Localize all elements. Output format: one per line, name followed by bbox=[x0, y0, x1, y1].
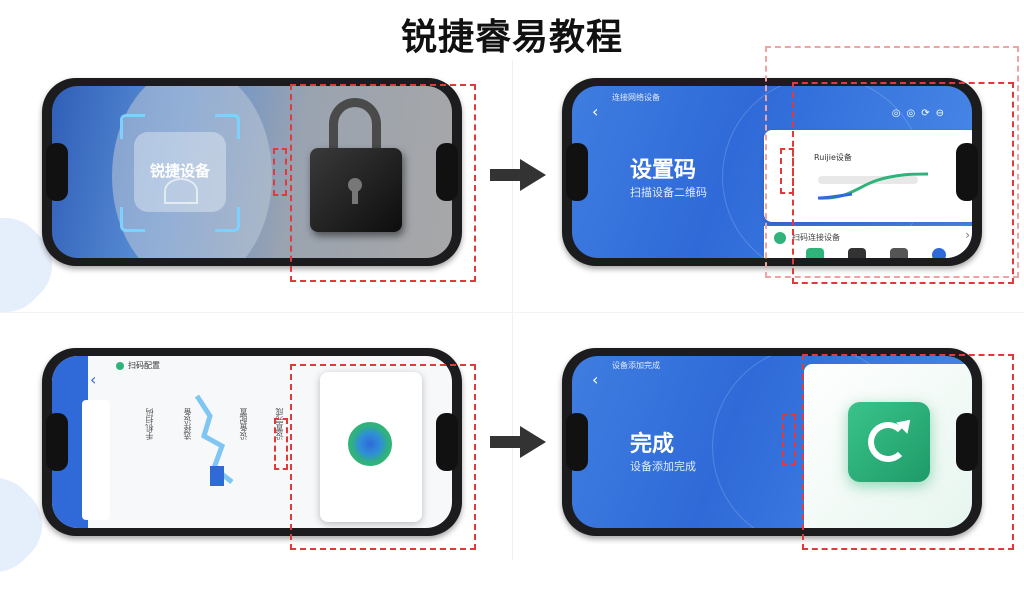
side-tabs bbox=[82, 400, 110, 520]
bottom-panel: 扫码连接设备 › bbox=[764, 226, 972, 258]
highlight-box-step4 bbox=[802, 354, 1014, 550]
phone-screen-step4: ‹ 设备添加完成 完成 设备添加完成 bbox=[572, 356, 972, 528]
shield-icon bbox=[116, 362, 124, 370]
phone-notch-right bbox=[436, 143, 458, 201]
step-label: 完成 bbox=[630, 432, 675, 457]
top-icons: ◎◎⟳⊖ bbox=[891, 108, 950, 119]
status-text: 设备添加完成 bbox=[612, 361, 660, 370]
signal-curve bbox=[818, 172, 928, 200]
highlight-marker-step2 bbox=[780, 148, 794, 194]
chevron-right-icon[interactable]: › bbox=[965, 228, 970, 242]
arrow-right-icon bbox=[490, 159, 546, 191]
highlight-marker-step4 bbox=[782, 414, 796, 466]
step-sublabel: 设备添加完成 bbox=[630, 460, 696, 473]
phone-notch-right bbox=[956, 413, 978, 471]
flow-path bbox=[194, 394, 234, 486]
phone-notch-right bbox=[956, 143, 978, 201]
app-tile-dark[interactable] bbox=[848, 248, 866, 258]
phone-notch-left bbox=[566, 143, 588, 201]
refresh-icon bbox=[848, 402, 930, 482]
app-tile-grey[interactable] bbox=[890, 248, 908, 258]
highlight-box-step1 bbox=[290, 84, 476, 282]
phone-screen-step1: 锐捷设备 bbox=[52, 86, 452, 258]
highlight-box-step2-outer bbox=[765, 46, 1019, 278]
grid-divider-horizontal bbox=[0, 312, 1024, 313]
app-tile-blue[interactable] bbox=[932, 248, 946, 258]
phone-notch-right bbox=[436, 413, 458, 471]
step-sublabel: 扫描设备二维码 bbox=[630, 186, 707, 199]
back-chevron-icon[interactable]: ‹ bbox=[592, 102, 599, 121]
highlight-box-step2 bbox=[792, 82, 1014, 284]
status-text: 连接网络设备 bbox=[612, 93, 660, 102]
page-title: 锐捷睿易教程 bbox=[400, 17, 623, 58]
phone-step1: 锐捷设备 bbox=[42, 78, 462, 266]
highlight-marker-step3 bbox=[274, 418, 288, 470]
scan-label: 锐捷设备 bbox=[149, 162, 210, 180]
card-title: Ruijie设备 bbox=[814, 153, 852, 162]
lock-icon bbox=[304, 98, 414, 248]
step-label: 设置码 bbox=[630, 158, 697, 183]
back-chevron-icon[interactable]: ‹ bbox=[90, 370, 97, 389]
phone-notch-left bbox=[566, 413, 588, 471]
phone-screen-step3: ‹ 扫码配置 手机扫码 选择设备 设备配置 设置完成 bbox=[52, 356, 452, 528]
shield-icon bbox=[774, 232, 786, 244]
device-card: Ruijie设备 bbox=[764, 130, 972, 222]
phone-notch-left bbox=[46, 143, 68, 201]
phone-screen-step2: ‹ 连接网络设备 ◎◎⟳⊖ 设置码 扫描设备二维码 Ruijie设备 扫码连接设… bbox=[572, 86, 972, 258]
screen-header: 扫码配置 bbox=[128, 361, 160, 370]
phone-step3: ‹ 扫码配置 手机扫码 选择设备 设备配置 设置完成 bbox=[42, 348, 462, 536]
phone-notch-left bbox=[46, 413, 68, 471]
row-text: 扫码连接设备 bbox=[792, 233, 840, 242]
progress-track bbox=[818, 176, 918, 184]
scan-circle bbox=[164, 178, 198, 204]
app-tile-green[interactable] bbox=[806, 248, 824, 258]
scan-frame: 锐捷设备 bbox=[120, 114, 240, 232]
phone-step4: ‹ 设备添加完成 完成 设备添加完成 bbox=[562, 348, 982, 536]
back-chevron-icon[interactable]: ‹ bbox=[592, 370, 599, 389]
column-text-1: 手机扫码 bbox=[145, 408, 154, 440]
arrow-right-icon bbox=[490, 426, 546, 458]
highlight-marker-step1 bbox=[273, 148, 287, 196]
highlight-box-step3 bbox=[290, 364, 476, 550]
grid-divider-vertical bbox=[512, 60, 513, 560]
sun-icon bbox=[348, 422, 392, 466]
phone-step2: ‹ 连接网络设备 ◎◎⟳⊖ 设置码 扫描设备二维码 Ruijie设备 扫码连接设… bbox=[562, 78, 982, 266]
